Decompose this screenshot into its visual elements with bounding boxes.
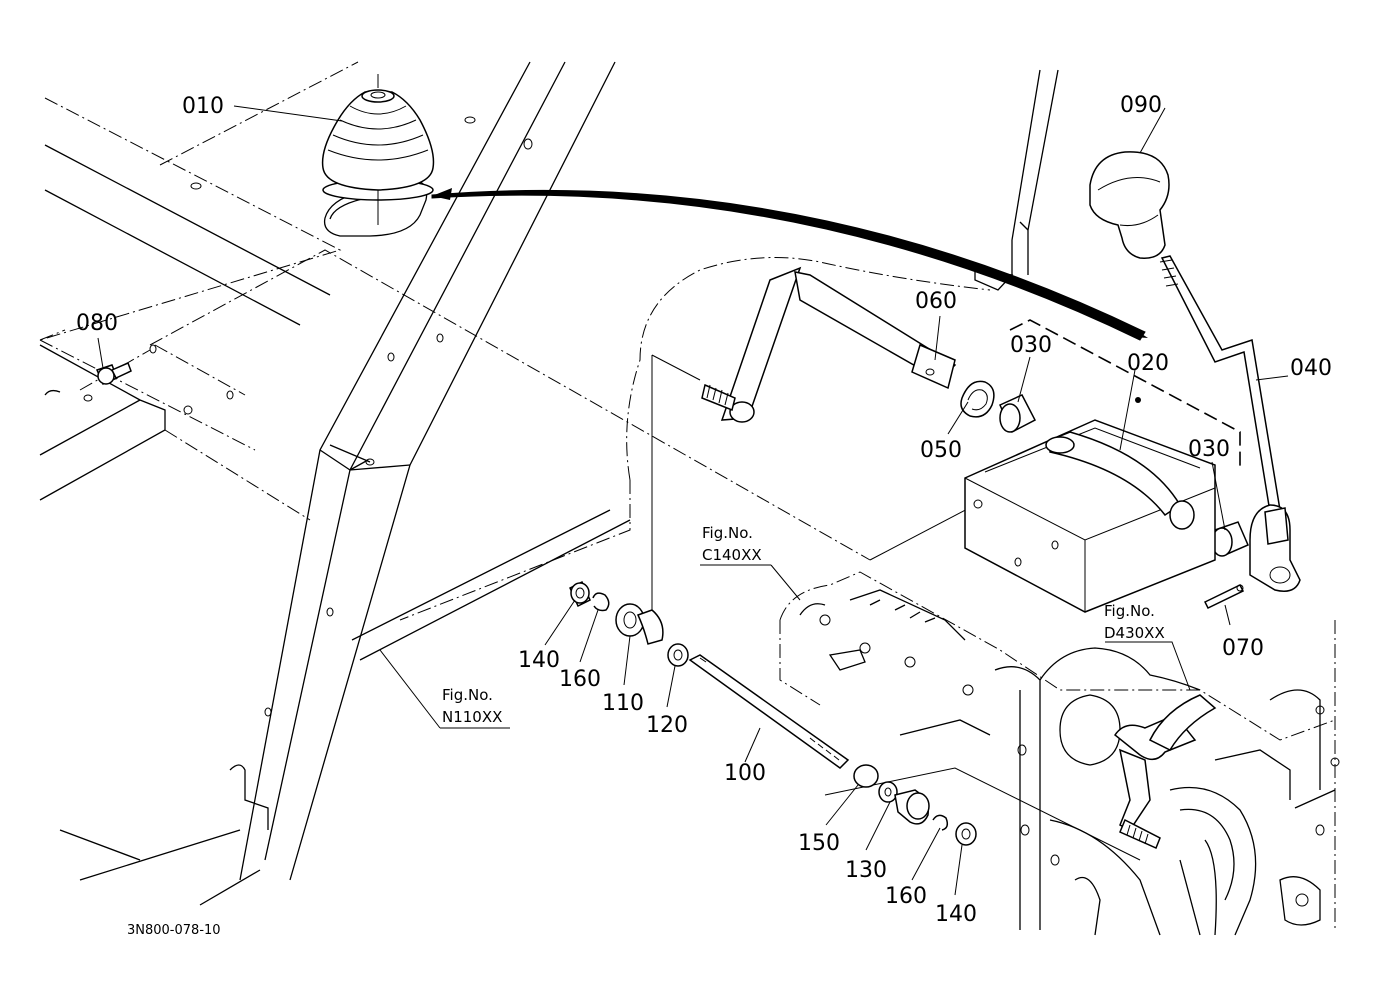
part-040-lever: [1159, 255, 1301, 592]
callout-020: 020: [1127, 351, 1169, 376]
callout-050: 050: [920, 438, 962, 463]
leader-lines: [97, 105, 1289, 896]
part-030-bushing-a: [999, 394, 1037, 434]
callout-labels: 010 020 030 030 040 050 060 070 080 090 …: [76, 93, 1332, 927]
fig-ref-c140-line1: Fig.No.: [702, 524, 753, 542]
part-080-bolt: [95, 344, 157, 385]
fig-ref-c140-line2: C140XX: [702, 546, 762, 564]
fig-ref-n110-line1: Fig.No.: [442, 686, 493, 704]
assembly-arrow: [431, 188, 1148, 341]
part-090-knob: [1089, 151, 1170, 259]
callout-070: 070: [1222, 636, 1264, 661]
part-050-ring: [960, 380, 995, 418]
frame-post: [59, 61, 631, 906]
callout-030-a: 030: [1010, 333, 1052, 358]
transmission-housing: [779, 571, 1340, 936]
callout-030-b: 030: [1188, 437, 1230, 462]
callout-140-b: 140: [935, 902, 977, 927]
callout-110: 110: [602, 691, 644, 716]
callout-100: 100: [724, 761, 766, 786]
fig-ref-n110-line2: N110XX: [442, 708, 502, 726]
part-010-boot: [321, 74, 435, 225]
callout-150: 150: [798, 831, 840, 856]
rod-assembly: [569, 580, 977, 846]
callout-120: 120: [646, 713, 688, 738]
part-030-bushing-b: [1211, 521, 1249, 557]
document-id: 3N800-078-10: [127, 923, 221, 938]
callout-060: 060: [915, 289, 957, 314]
part-070-pin: [1203, 584, 1245, 609]
fig-ref-d430-line1: Fig.No.: [1104, 602, 1155, 620]
callout-140-a: 140: [518, 648, 560, 673]
part-060-arm: [701, 266, 957, 423]
callout-130: 130: [845, 858, 887, 883]
callout-040: 040: [1290, 356, 1332, 381]
callout-080: 080: [76, 311, 118, 336]
callout-160-a: 160: [559, 667, 601, 692]
figure-references: Fig.No. C140XX Fig.No. D430XX Fig.No. N1…: [442, 524, 1165, 726]
frame-channel: [974, 69, 1059, 291]
step-plate: [39, 344, 311, 521]
fig-ref-d430-line2: D430XX: [1104, 624, 1165, 642]
callout-160-b: 160: [885, 884, 927, 909]
part-020-bracket: [964, 319, 1241, 613]
callout-010: 010: [182, 94, 224, 119]
floor-panel: [39, 61, 533, 451]
callout-090: 090: [1120, 93, 1162, 118]
